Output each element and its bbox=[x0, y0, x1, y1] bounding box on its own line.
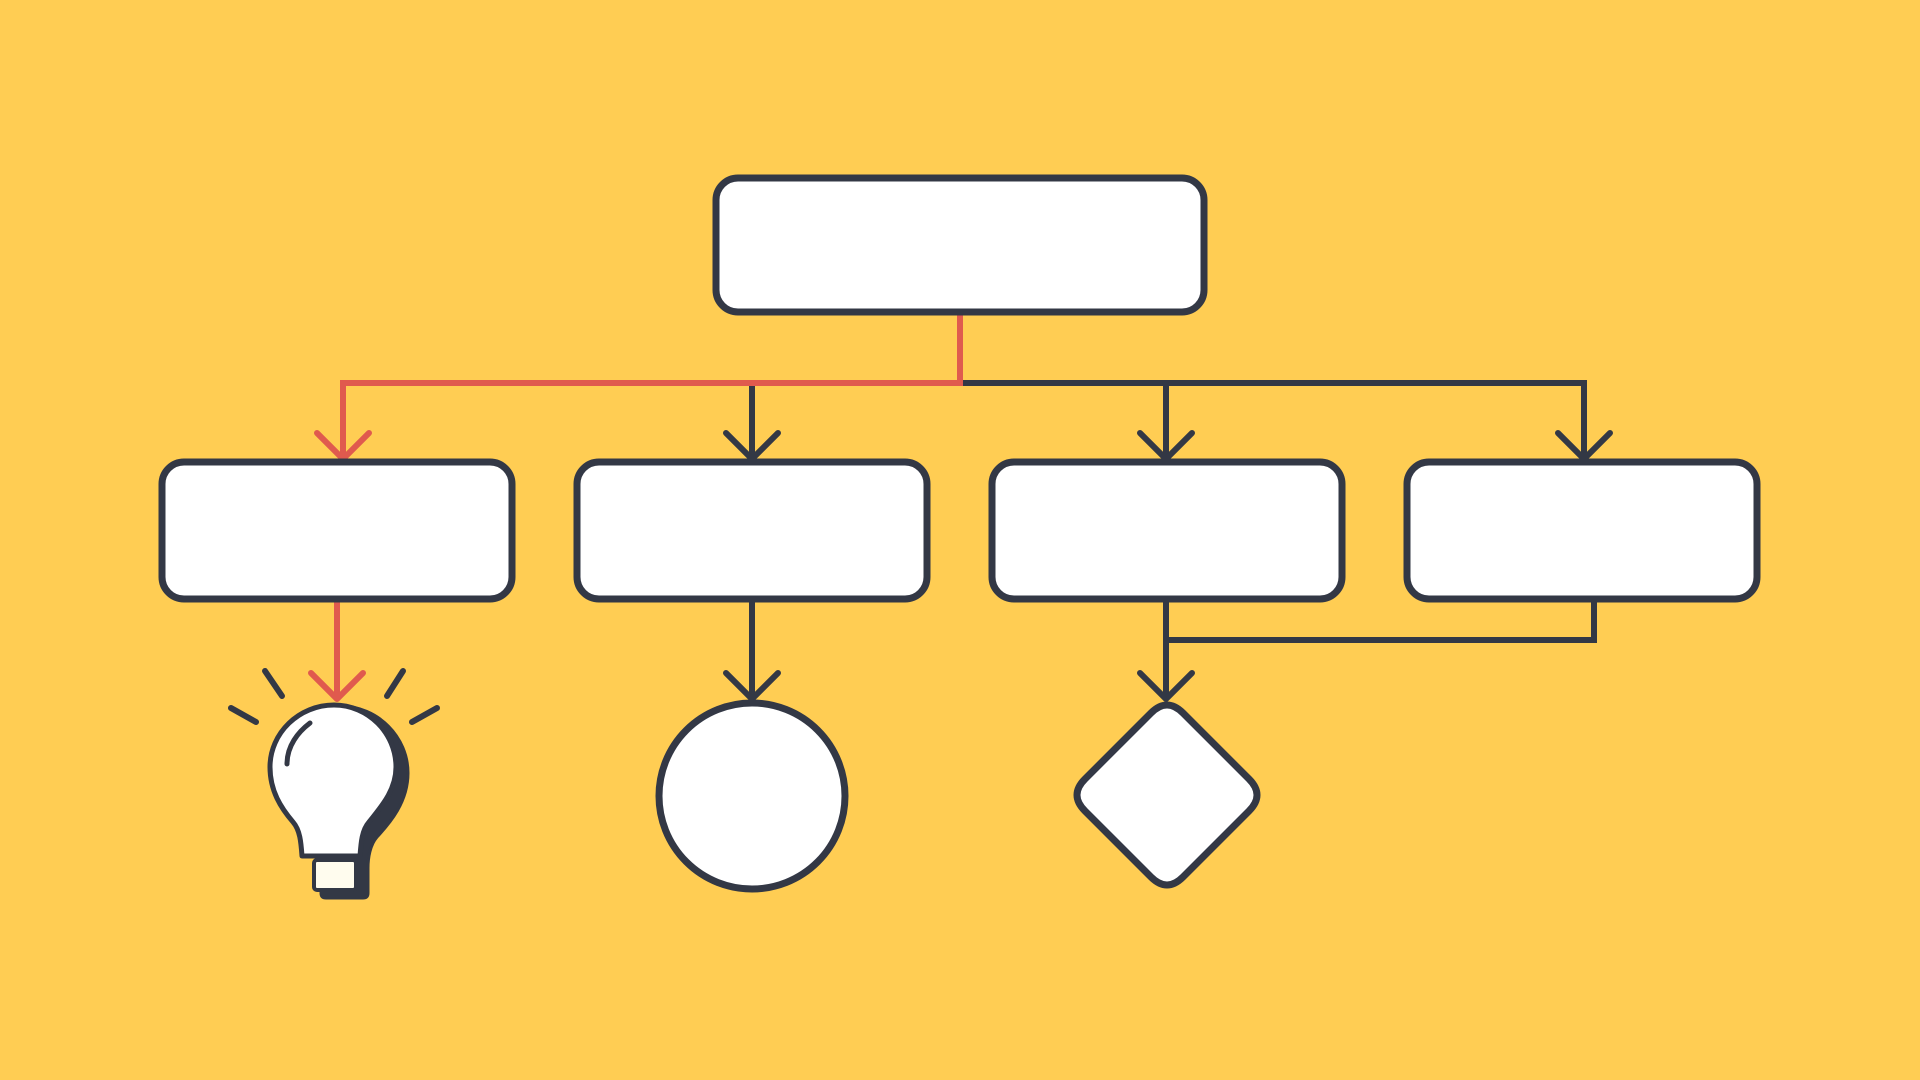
child-node-4[interactable] bbox=[1403, 458, 1761, 603]
connectors bbox=[334, 310, 1597, 697]
ray-left-top bbox=[262, 668, 285, 699]
ray-left bbox=[228, 705, 259, 725]
lightbulb-icon bbox=[228, 668, 440, 900]
child-node-2[interactable] bbox=[573, 458, 931, 603]
lightbulb-reflection bbox=[284, 720, 313, 767]
ray-right-top bbox=[384, 668, 406, 699]
decision-diamond-node[interactable] bbox=[1073, 701, 1261, 889]
edge-root-to-child-3-and-4 bbox=[960, 380, 1587, 455]
terminal-circle-node[interactable] bbox=[655, 699, 849, 893]
arrowhead-idea bbox=[308, 670, 366, 702]
child-node-3[interactable] bbox=[988, 458, 1346, 603]
arrowhead-terminal bbox=[723, 670, 781, 702]
edge-child-3-4-to-decision bbox=[1163, 601, 1597, 697]
arrowhead-decision bbox=[1137, 670, 1195, 702]
root-node[interactable] bbox=[712, 174, 1208, 316]
ray-right bbox=[409, 705, 440, 725]
child-node-1[interactable] bbox=[158, 458, 516, 603]
nodes bbox=[158, 174, 1761, 893]
lightbulb-glass bbox=[267, 702, 399, 859]
lightbulb-base bbox=[312, 858, 358, 892]
edge-root-to-child-1 bbox=[340, 310, 963, 455]
